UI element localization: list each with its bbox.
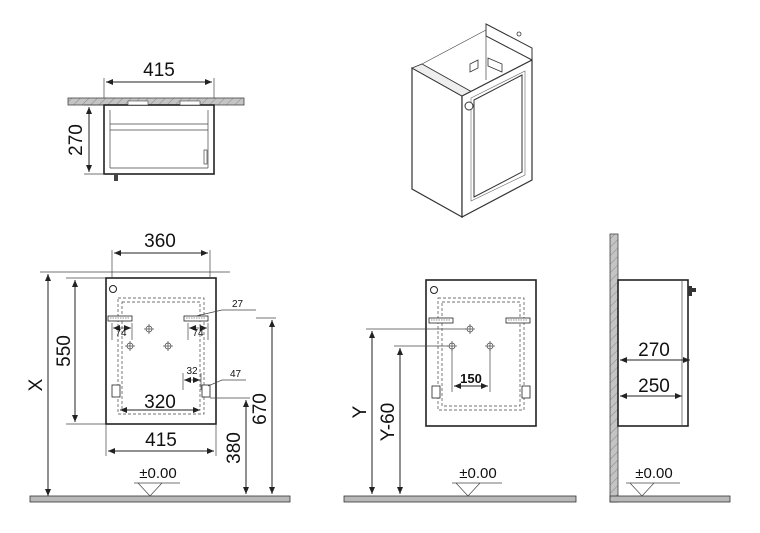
rear-knob-icon <box>430 286 438 294</box>
front-knob-icon <box>109 285 117 293</box>
dim-rear-y60: Y-60 <box>378 403 399 441</box>
dim-front-height: 550 <box>54 335 75 367</box>
top-view-foot <box>114 174 118 181</box>
side-level-label: ±0.00 <box>635 465 672 482</box>
side-cabinet-outline <box>617 279 689 427</box>
top-view-wall <box>67 97 245 106</box>
front-mount-holes <box>125 324 173 351</box>
dim-floor-670: 670 <box>250 393 271 425</box>
rear-cabinet-outline <box>425 279 537 427</box>
leader-27 <box>195 309 256 317</box>
dim-offset-74-left: 74 <box>115 328 127 339</box>
rear-mount-holes <box>447 324 495 351</box>
rear-view: Y Y-60 150 ±0.00 <box>343 279 577 503</box>
dim-front-bottom-inner: 320 <box>144 392 176 413</box>
dim-floor-380: 380 <box>224 432 245 464</box>
iso-knob-icon <box>464 101 474 111</box>
iso-door-panel <box>473 74 523 198</box>
iso-front-door <box>461 59 533 218</box>
front-view: 360 X 550 27 74 74 32 47 320 415 <box>26 231 291 503</box>
dim-offset-74-right: 74 <box>192 328 204 339</box>
rear-floor <box>343 495 577 503</box>
top-view-cabinet <box>103 104 215 175</box>
rear-level-label: ±0.00 <box>459 465 496 482</box>
leader-47 <box>207 379 246 387</box>
dim-front-bottom-width: 415 <box>145 430 177 451</box>
dim-front-inner-width: 360 <box>144 231 176 252</box>
front-bracket-right <box>183 315 209 322</box>
dim-rear-y: Y <box>350 405 371 418</box>
front-floor <box>29 495 291 503</box>
side-view: 270 250 ±0.00 <box>609 233 731 503</box>
dim-rear-hole-spacing: 150 <box>460 371 482 386</box>
front-level-marker-icon <box>137 482 163 497</box>
front-level-label: ±0.00 <box>139 465 176 482</box>
front-bracket-left <box>107 315 133 322</box>
dim-front-total: X <box>26 378 47 391</box>
dim-side-270: 270 <box>638 340 670 361</box>
dim-top-width: 415 <box>143 60 175 81</box>
dim-offset-32: 32 <box>186 366 198 377</box>
side-floor <box>609 495 731 503</box>
top-view: 415 270 <box>66 60 245 181</box>
isometric-view <box>411 23 533 219</box>
dim-offset-47: 47 <box>230 369 242 380</box>
rear-level-marker-icon <box>455 482 481 497</box>
side-level-marker-icon <box>629 482 655 497</box>
dim-offset-27: 27 <box>232 299 244 310</box>
front-cabinet-outline <box>105 277 217 425</box>
dim-side-250: 250 <box>638 376 670 397</box>
dim-top-depth: 270 <box>66 124 87 156</box>
side-wall <box>609 233 619 503</box>
